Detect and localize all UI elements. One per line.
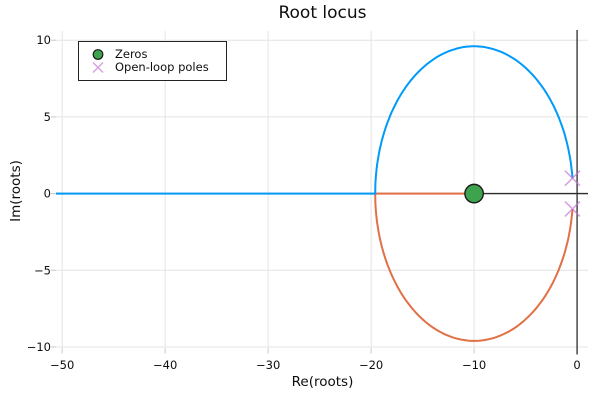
chart-title: Root locus (278, 3, 367, 23)
legend: Zeros Open-loop poles (78, 41, 227, 81)
zero-marker (464, 183, 485, 204)
x-tick-label: −50 (50, 358, 74, 372)
y-tick-label: 0 (44, 187, 51, 201)
legend-label-zeros: Zeros (115, 47, 148, 61)
open-loop-pole-marker (564, 170, 581, 187)
y-tick-label: 10 (36, 33, 51, 47)
y-axis-label: Im(roots) (8, 160, 24, 222)
x-tick-label: 0 (573, 358, 580, 372)
x-tick-label: −30 (256, 358, 280, 372)
x-tick-label: −10 (462, 358, 486, 372)
y-tick-label: 5 (44, 110, 51, 124)
locus-branch-upper (56, 45, 574, 195)
locus-branch-lower (374, 192, 574, 342)
legend-item-poles[interactable]: Open-loop poles (79, 61, 226, 74)
zero-marker-icon (92, 49, 104, 60)
x-tick-label: −40 (153, 358, 177, 372)
x-axis-label: Re(roots) (291, 374, 354, 390)
y-tick-label: −5 (34, 263, 51, 277)
x-tick-label: −20 (359, 358, 383, 372)
legend-item-zeros[interactable]: Zeros (79, 48, 226, 61)
pole-marker-icon (92, 61, 104, 74)
y-tick-label: −10 (27, 340, 51, 354)
legend-label-poles: Open-loop poles (115, 60, 209, 74)
open-loop-pole-marker (564, 200, 581, 217)
